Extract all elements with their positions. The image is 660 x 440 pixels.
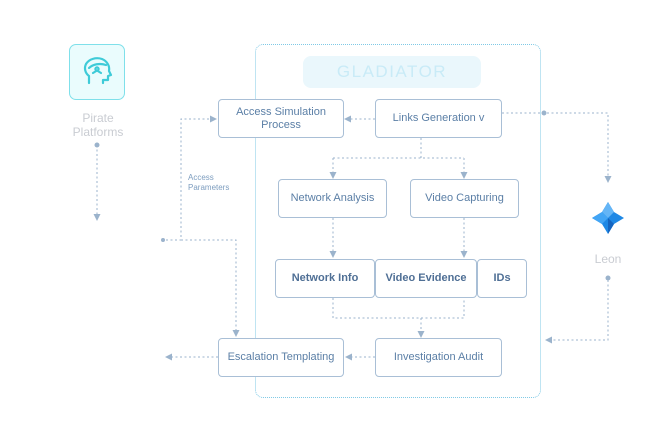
joint-pirate: [94, 142, 100, 148]
node-investigation-audit: Investigation Audit: [375, 338, 502, 377]
leon-logo-icon: [590, 200, 626, 236]
gladiator-title: GLADIATOR: [303, 56, 481, 88]
joint-leon-bottom: [605, 275, 611, 281]
edge-leon-to-audit: [545, 280, 609, 344]
access-parameters-label: Access Parameters: [188, 173, 230, 192]
node-network-info: Network Info: [275, 259, 375, 298]
pirate-head-icon: [69, 44, 125, 100]
node-video-capturing: Video Capturing: [410, 179, 519, 218]
edge-merge-to-audit: [332, 298, 465, 337]
edge-loop-to-escalation: [181, 239, 240, 337]
pirate-platforms-label: Pirate Platforms: [72, 111, 124, 139]
node-ids: IDs: [477, 259, 527, 298]
edge-links-split: [333, 138, 464, 159]
node-network-analysis: Network Analysis: [278, 179, 387, 218]
node-links-generation: Links Generation v: [375, 99, 502, 138]
edge-access-parameters: [166, 115, 217, 241]
joint-loop-left: [161, 238, 165, 242]
leon-label: Leon: [594, 252, 622, 266]
joint-links-right: [541, 110, 547, 116]
node-escalation-templating: Escalation Templating: [218, 338, 344, 377]
gladiator-frame: [255, 44, 541, 398]
node-access-simulation: Access Simulation Process: [218, 99, 344, 138]
node-video-evidence: Video Evidence: [375, 259, 477, 298]
